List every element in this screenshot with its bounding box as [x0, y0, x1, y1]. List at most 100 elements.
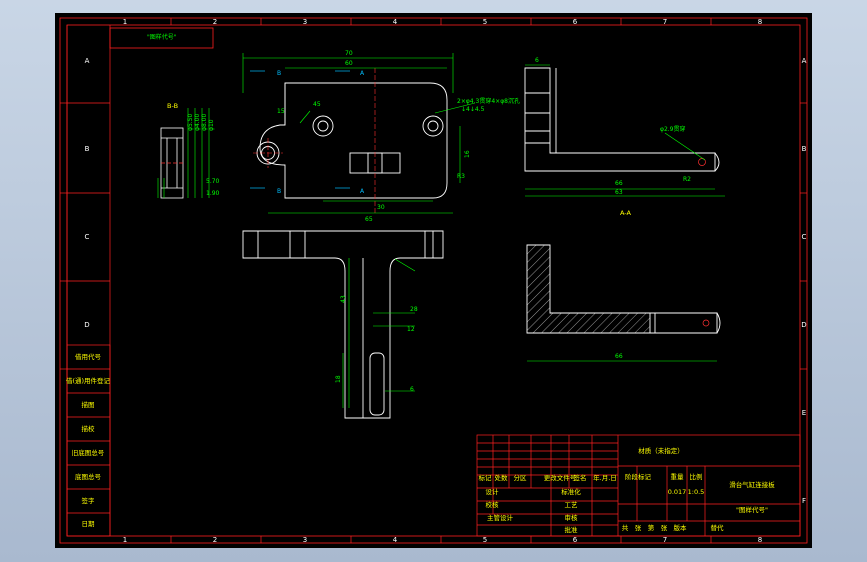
sheet-field: 版本: [674, 523, 688, 532]
cut-mark-a: A: [360, 70, 365, 77]
cut-mark-a: A: [360, 188, 365, 195]
zone-col-label: 2: [213, 18, 217, 26]
row-left: 批准: [565, 525, 579, 534]
dim-18: 18: [335, 375, 342, 383]
section-label-bb: B-B: [167, 102, 178, 110]
row-header: 更改文件号: [544, 473, 577, 482]
weight-value: 0.017: [668, 488, 687, 496]
dim-bb: φ10: [208, 119, 215, 131]
plan-view: [256, 82, 448, 199]
thread-note-sub: ↓4↓4.5: [461, 106, 485, 113]
sheet-field: 第: [648, 523, 655, 532]
stage-header: 阶段标记: [625, 472, 652, 481]
dim-bb: φ8.00: [201, 114, 208, 132]
dim-70: 70: [345, 50, 353, 57]
dim-28: 28: [410, 306, 418, 313]
zone-row-label: C: [802, 233, 807, 241]
strip-label: 日期: [82, 520, 96, 528]
drawing-sheet: 1 2 3 4 5 6 7 8 1 2 3 4 5 6 7 8 A B C D …: [55, 13, 812, 548]
zone-col-label: 3: [303, 536, 307, 544]
dim-sec-66: 66: [615, 353, 623, 360]
row-left: 设计: [486, 487, 500, 496]
front-view: [242, 230, 444, 419]
thread-note: 2×φ4.3贯穿4×φ8沉孔: [457, 97, 520, 105]
zone-col-label: 8: [758, 18, 762, 26]
zone-col-label: 1: [123, 18, 127, 26]
row-left: 主管设计: [487, 513, 514, 522]
zone-col-label: 4: [393, 18, 398, 26]
section-bb-view: [160, 127, 184, 199]
dim-30: 30: [377, 204, 385, 211]
sheet-field: 替代: [711, 523, 725, 532]
drawing-number-stamp: "图样代号": [147, 33, 177, 41]
zone-row-label: E: [802, 409, 806, 417]
row-left: 审核: [565, 513, 579, 522]
cut-mark-b: B: [277, 70, 281, 77]
zone-row-label: A: [85, 57, 90, 65]
dim-12: 12: [407, 326, 415, 333]
zone-col-label: 3: [303, 18, 307, 26]
sheet-field: 张: [635, 523, 642, 532]
dim-r3: R3: [457, 173, 465, 180]
strip-label: 描校: [82, 424, 96, 433]
row-header: 标记: [479, 473, 493, 482]
zone-col-label: 4: [393, 536, 398, 544]
strip-label: 借(通)用件登记: [66, 376, 111, 385]
dim-66: 66: [615, 180, 623, 187]
row-left: 工艺: [565, 501, 579, 509]
scale-value: 1:0.5: [688, 488, 705, 496]
section-label-aa: A-A: [620, 209, 632, 217]
row-header: 分区: [514, 473, 528, 482]
material-field: 材质（未指定）: [638, 446, 684, 455]
zone-col-label: 2: [213, 536, 217, 544]
part-name: 滑台气缸连接板: [729, 480, 775, 489]
zone-row-label: A: [802, 57, 807, 65]
dim-60: 60: [345, 60, 353, 67]
row-header: 签名: [574, 473, 587, 482]
zone-row-label: B: [85, 145, 90, 153]
zone-row-label: F: [802, 497, 806, 505]
strip-label: 签字: [82, 496, 96, 505]
zone-col-label: 8: [758, 536, 762, 544]
drawing-code: "图样代号": [736, 505, 768, 514]
title-block: [476, 434, 801, 537]
zone-col-label: 7: [663, 18, 667, 26]
zone-row-label: D: [801, 321, 806, 329]
zone-col-label: 6: [573, 536, 578, 544]
zone-col-label: 5: [483, 536, 487, 544]
cad-drawing: 1 2 3 4 5 6 7 8 1 2 3 4 5 6 7 8 A B C D …: [59, 17, 808, 544]
zone-col-label: 5: [483, 18, 487, 26]
zone-row-label: B: [802, 145, 807, 153]
dim-6-front: 6: [410, 386, 414, 393]
strip-label: 旧底图总号: [72, 448, 105, 457]
strip-label: 借用代号: [75, 352, 102, 361]
dim-16: 16: [464, 150, 471, 158]
dim-r2: R2: [683, 176, 691, 183]
dim-65: 65: [365, 216, 373, 223]
sheet-field: 共: [622, 523, 629, 532]
dim-43: 43: [340, 295, 347, 303]
dim-bb: 1.90: [206, 190, 220, 197]
row-left: 标准化: [561, 487, 581, 496]
zone-col-label: 7: [663, 536, 667, 544]
stage-header: 比例: [690, 472, 703, 481]
zone-row-label: D: [84, 321, 89, 329]
stage-header: 重量: [671, 473, 685, 481]
hole-note: φ2.9贯穿: [660, 125, 686, 133]
section-aa-view: [526, 244, 721, 334]
zone-col-label: 6: [573, 18, 578, 26]
row-header: 年.月.日: [593, 473, 617, 482]
row-header: 处数: [495, 473, 509, 482]
dim-15: 15: [277, 108, 285, 115]
zone-col-label: 1: [123, 536, 127, 544]
dim-bb: φ5.50: [187, 114, 194, 132]
strip-label: 底图总号: [75, 472, 102, 481]
dim-6: 6: [535, 57, 539, 64]
cut-mark-b: B: [277, 188, 281, 195]
strip-label: 描图: [82, 400, 95, 409]
zone-row-label: C: [85, 233, 90, 241]
dim-bb: φ4.00: [194, 114, 201, 132]
dim-bb: 5.70: [206, 178, 220, 185]
dim-63: 63: [615, 189, 623, 196]
row-left: 校核: [486, 500, 500, 509]
